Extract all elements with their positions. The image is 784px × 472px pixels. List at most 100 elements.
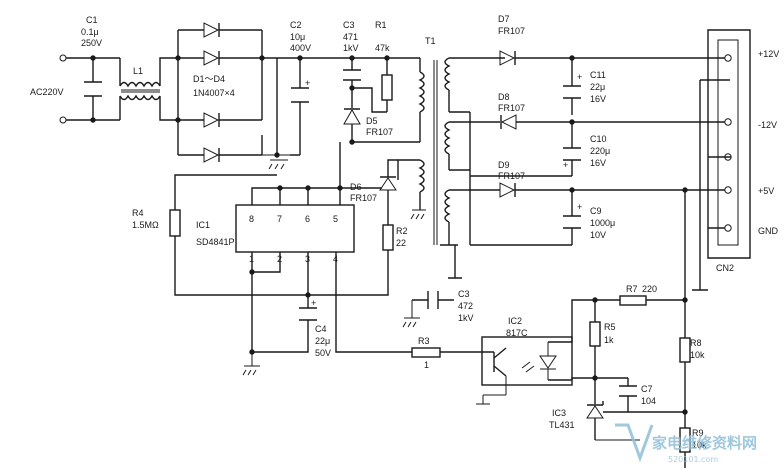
ic3-name: IC3 — [552, 408, 566, 418]
d7-part: FR107 — [498, 26, 525, 36]
aux-supply: D6 FR107 R2 22 — [340, 159, 408, 296]
r5-resistor — [589, 321, 601, 347]
ground-symbol — [262, 154, 290, 170]
d7-diode — [499, 50, 516, 66]
hv-bus: + C2 10μ 400V — [259, 20, 420, 170]
c10-rating: 16V — [590, 158, 606, 168]
c11-rating: 16V — [590, 94, 606, 104]
bridge-rectifier: D1～D4 1N4007×4 — [175, 22, 263, 163]
ic2-body — [481, 336, 573, 386]
diode-d4 — [200, 147, 262, 163]
c2-name: C2 — [290, 20, 302, 30]
ic1-body — [235, 204, 355, 253]
out-m12: -12V — [758, 120, 777, 130]
d5-part: FR107 — [366, 127, 393, 137]
c11-name: C11 — [590, 70, 606, 80]
r2-value: 22 — [396, 238, 406, 248]
diode-d2 — [200, 50, 262, 66]
c3b-name: C3 — [458, 289, 470, 299]
y-cap: C3 472 1kV — [402, 289, 474, 328]
cn2-name: CN2 — [716, 263, 734, 273]
r8-name: R8 — [690, 338, 702, 348]
input-label: AC220V — [30, 87, 64, 97]
d8-name: D8 — [498, 92, 510, 102]
c11-value: 22μ — [590, 82, 605, 92]
c10-value: 220μ — [590, 146, 610, 156]
c7-value: 104 — [641, 396, 656, 406]
input-terminal-bottom — [59, 116, 67, 124]
ic2-part: 817C — [506, 328, 528, 338]
d8-diode — [500, 114, 517, 130]
c9-rating: 10V — [590, 230, 606, 240]
c4-polarity: + — [311, 298, 316, 308]
r2-resistor — [382, 224, 394, 251]
d5-name: D5 — [366, 116, 378, 126]
transformer-t1: T1 — [397, 36, 505, 279]
d9-name: D9 — [498, 160, 510, 170]
d6-name: D6 — [350, 182, 362, 192]
bridge-part: 1N4007×4 — [193, 88, 235, 98]
bridge-name: D1～D4 — [193, 74, 225, 84]
c7-name: C7 — [641, 384, 653, 394]
c10-name: C10 — [590, 134, 607, 144]
r4-name: R4 — [132, 208, 144, 218]
c3b-rating: 1kV — [458, 313, 474, 323]
out-p12: +12V — [758, 49, 779, 59]
c9-value: 1000μ — [590, 218, 615, 228]
t1-core — [433, 60, 438, 245]
diode-d3 — [200, 112, 262, 128]
r1-resistor — [381, 74, 393, 101]
c4-name: C4 — [315, 324, 327, 334]
r1-name: R1 — [375, 20, 387, 30]
c10-polarity: + — [563, 160, 568, 170]
r9-name: R9 — [692, 428, 704, 438]
d6-part: FR107 — [350, 193, 377, 203]
d8-part: FR107 — [498, 103, 525, 113]
ic1-pin8: 8 — [249, 214, 254, 224]
c1-value: 0.1μ — [81, 27, 99, 37]
l1-name: L1 — [133, 66, 143, 76]
ic1-pin6: 6 — [305, 214, 310, 224]
ac-input: AC220V C1 0.1μ 250V — [30, 15, 120, 124]
r9-resistor — [679, 427, 691, 453]
t1-primary — [418, 71, 425, 113]
c11-polarity: + — [577, 72, 582, 82]
c4-value: 22μ — [315, 336, 330, 346]
input-terminal-top — [59, 54, 67, 62]
c2-polarity: + — [305, 78, 310, 88]
c9-polarity: + — [577, 202, 582, 212]
out-p5: +5V — [758, 186, 774, 196]
c9-name: C9 — [590, 206, 602, 216]
r8-value: 10k — [690, 350, 705, 360]
r7-value: 220 — [642, 284, 657, 294]
ic1-pin5: 5 — [333, 214, 338, 224]
ic1-name: IC1 — [196, 220, 210, 230]
out-gnd: GND — [758, 226, 779, 236]
r1-value: 47k — [375, 43, 390, 53]
d7-name: D7 — [498, 14, 510, 24]
d9-diode — [499, 182, 516, 198]
snubber: C3 471 1kV R1 47k D5 FR107 — [343, 20, 420, 145]
r2-name: R2 — [396, 226, 408, 236]
r9-value: 10k — [692, 440, 707, 450]
t1-name: T1 — [425, 36, 436, 46]
ic1-part: SD4841P — [196, 237, 235, 247]
d5-diode — [343, 108, 361, 125]
c4-cap: + C4 22μ 50V — [242, 295, 331, 376]
r4-start: R4 1.5MΩ — [132, 174, 340, 296]
watermark-url: 520101.com — [668, 455, 718, 464]
ic2-name: IC2 — [508, 316, 522, 326]
r5-name: R5 — [604, 322, 616, 332]
r5-value: 1k — [604, 335, 614, 345]
r7-resistor — [619, 295, 647, 306]
r8-resistor — [679, 337, 691, 363]
diode-d1 — [200, 22, 262, 38]
r3-name: R3 — [418, 336, 430, 346]
r3-resistor: R3 1 — [411, 336, 482, 370]
c4-rating: 50V — [315, 348, 331, 358]
c3-name: C3 — [343, 20, 355, 30]
c1-name: C1 — [86, 15, 98, 25]
ic1-pin7: 7 — [277, 214, 282, 224]
c2-value: 10μ — [290, 32, 305, 42]
